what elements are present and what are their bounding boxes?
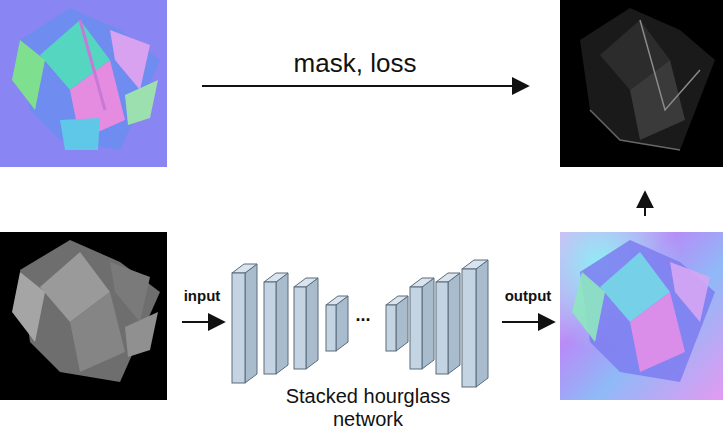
layer-front xyxy=(294,287,306,369)
image-ground xyxy=(560,232,723,400)
layer-front xyxy=(436,282,448,374)
layer-front xyxy=(410,287,422,369)
object-face xyxy=(630,292,685,372)
arrow-label: input xyxy=(172,287,232,305)
object-face xyxy=(12,40,45,110)
normal-map-image xyxy=(0,0,167,167)
network-caption: Stacked hourglass network xyxy=(268,385,468,431)
loss-label: mask, loss xyxy=(230,48,480,78)
object-face xyxy=(670,262,710,322)
layer-side xyxy=(245,264,257,383)
output-arrow xyxy=(502,321,554,323)
layer-side xyxy=(422,278,434,369)
layer-front xyxy=(264,282,276,374)
object-face xyxy=(12,272,45,342)
layer-side xyxy=(306,278,318,369)
object-face xyxy=(70,292,125,372)
layer-top xyxy=(326,296,348,305)
image-ground xyxy=(560,0,723,167)
layer-top xyxy=(232,264,257,273)
layer-top xyxy=(462,260,488,269)
object-face xyxy=(60,118,100,150)
object-face xyxy=(572,272,605,342)
object-face xyxy=(110,30,150,90)
input-image xyxy=(0,232,167,400)
layer-top xyxy=(436,273,460,282)
image-ground xyxy=(0,232,167,400)
image-ground xyxy=(0,0,167,167)
object-face xyxy=(125,312,158,357)
layer-side xyxy=(448,273,460,374)
loss-edge xyxy=(640,20,700,110)
image-ground xyxy=(560,232,723,400)
object-edge xyxy=(80,20,105,110)
loss-region xyxy=(580,8,715,150)
input-arrow xyxy=(182,321,224,323)
layer-top xyxy=(410,278,434,287)
layer-top xyxy=(294,278,318,287)
layer-front xyxy=(326,305,336,351)
layer-side xyxy=(276,273,288,374)
layer-front xyxy=(386,305,396,351)
loss-arrow xyxy=(202,85,528,87)
output-image xyxy=(560,232,723,400)
ellipsis: ... xyxy=(350,306,376,324)
object-face xyxy=(125,80,158,125)
loss-region xyxy=(630,60,685,140)
up-arrow xyxy=(644,192,646,216)
loss-edge xyxy=(590,110,680,150)
layer-top xyxy=(386,296,408,305)
layer-front xyxy=(462,269,476,387)
arrow-label: output xyxy=(496,287,560,305)
object-face xyxy=(110,262,150,322)
layer-front xyxy=(232,273,245,383)
hourglass-network xyxy=(232,260,488,387)
layer-top xyxy=(264,273,288,282)
loss-map-image xyxy=(560,0,723,167)
layer-side xyxy=(476,260,488,387)
